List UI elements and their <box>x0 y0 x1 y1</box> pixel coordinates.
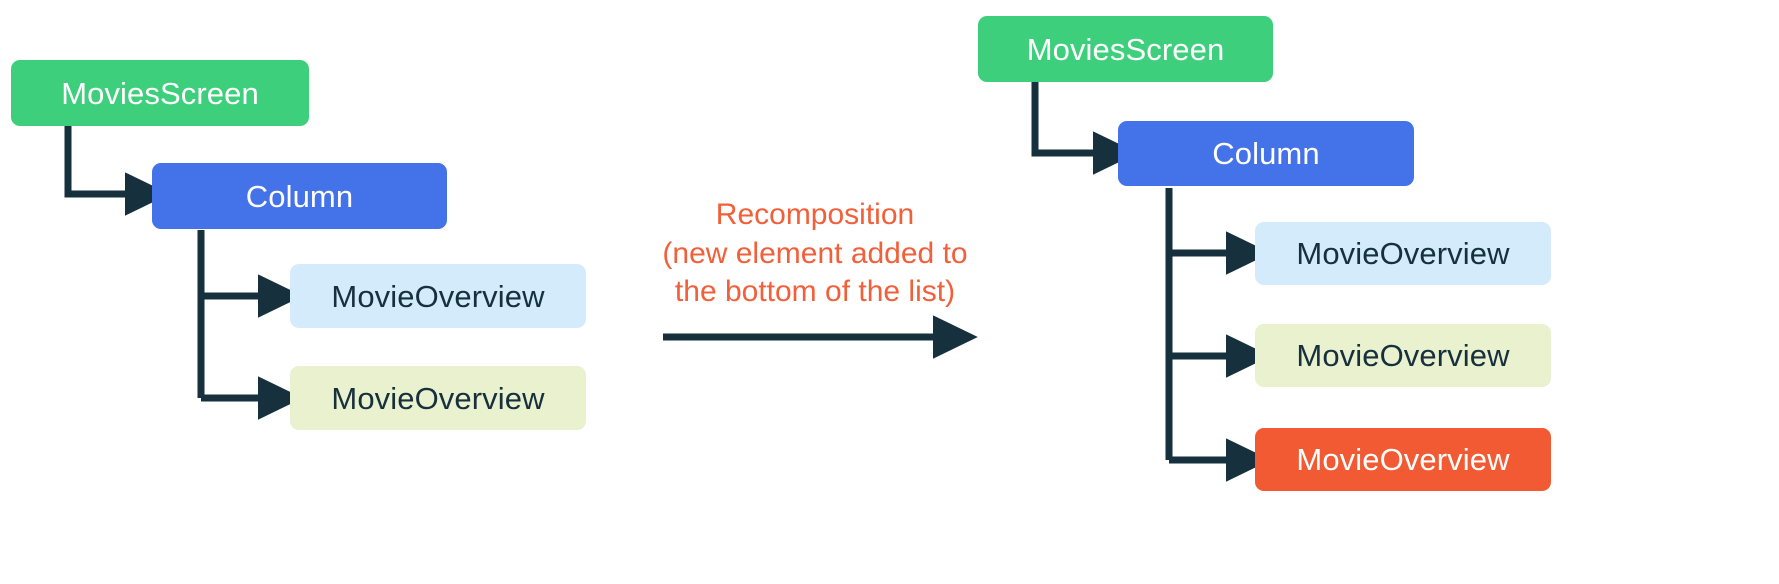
before-node-movies-screen-label: MoviesScreen <box>61 75 259 111</box>
after-node-movie-overview-1-label: MovieOverview <box>1296 236 1510 271</box>
after-node-movie-overview-1[interactable]: MovieOverview <box>1255 222 1551 285</box>
after-node-movies-screen[interactable]: MoviesScreen <box>978 16 1273 82</box>
after-node-movie-overview-3-new-label: MovieOverview <box>1296 442 1510 477</box>
transition-caption: Recomposition (new element added to the … <box>662 198 968 309</box>
after-node-movies-screen-label: MoviesScreen <box>1026 31 1225 67</box>
after-node-movie-overview-2[interactable]: MovieOverview <box>1255 324 1551 387</box>
before-node-movies-screen[interactable]: MoviesScreen <box>11 60 309 126</box>
before-node-movie-overview-2-label: MovieOverview <box>331 380 545 416</box>
after-node-column-label: Column <box>1212 136 1320 171</box>
after-node-column[interactable]: Column <box>1118 121 1414 186</box>
before-node-movie-overview-2[interactable]: MovieOverview <box>290 366 586 430</box>
after-node-movie-overview-2-label: MovieOverview <box>1296 338 1510 373</box>
before-node-movie-overview-1[interactable]: MovieOverview <box>290 264 586 328</box>
before-node-column-label: Column <box>245 178 354 214</box>
before-node-movie-overview-1-label: MovieOverview <box>331 278 545 314</box>
after-node-movie-overview-3-new[interactable]: MovieOverview <box>1255 428 1551 491</box>
before-node-column[interactable]: Column <box>152 163 447 229</box>
